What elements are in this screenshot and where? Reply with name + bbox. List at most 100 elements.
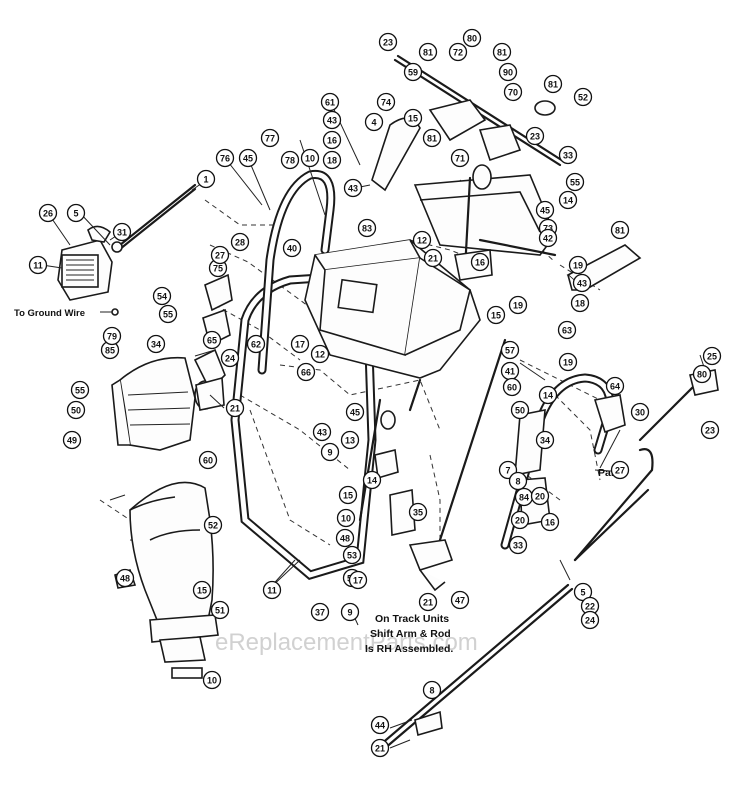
callout-circle [66,400,86,420]
callout-number: 80 [697,370,707,380]
part-callout: 5 [66,203,86,223]
callout-circle [322,130,342,150]
discharge-chute [114,481,219,679]
part-callout: 74 [376,92,396,112]
part-callout: 42 [538,228,558,248]
callout-circle [320,442,340,462]
part-callout: 12 [412,230,432,250]
callout-number: 42 [543,234,553,244]
watermark-text: eReplacementParts.com [215,629,478,656]
part-callout: 72 [448,42,468,62]
callout-number: 34 [540,436,550,446]
part-callout: 34 [535,430,555,450]
center-control-rods [358,378,422,536]
callout-circle [535,430,555,450]
callout-circle [312,422,332,442]
callout-number: 21 [230,404,240,414]
callout-circle [343,178,363,198]
part-callout: 43 [322,110,342,130]
callout-circle [336,508,356,528]
callout-circle [70,380,90,400]
callout-number: 52 [578,93,588,103]
callout-number: 12 [417,236,427,246]
part-callout: 4 [364,112,384,132]
callout-number: 10 [341,514,351,524]
part-callout: 21 [423,248,443,268]
callout-number: 14 [543,391,553,401]
part-callout: 11 [262,580,282,600]
part-callout: 77 [260,128,280,148]
callout-number: 53 [347,551,357,561]
part-callout: 62 [246,334,266,354]
part-callout: 31 [112,222,132,242]
callout-number: 78 [285,156,295,166]
callout-circle [525,126,545,146]
part-callout: 26 [38,203,58,223]
callout-number: 19 [513,301,523,311]
callout-number: 21 [423,598,433,608]
part-callout: 50 [510,400,530,420]
callout-circle [370,738,390,758]
callout-circle [530,486,550,506]
callout-number: 41 [505,367,515,377]
callout-circle [508,471,528,491]
callout-number: 45 [540,206,550,216]
part-callout: 81 [543,74,563,94]
callout-number: 43 [577,279,587,289]
callout-circle [348,570,368,590]
callout-circle [357,218,377,238]
callout-number: 10 [305,154,315,164]
callout-circle [378,32,398,52]
part-callout: 10 [300,148,320,168]
callout-circle [225,398,245,418]
callout-number: 15 [197,586,207,596]
part-callout: 66 [296,362,316,382]
part-callout: 12 [310,344,330,364]
part-callout: 55 [70,380,90,400]
callout-number: 40 [287,244,297,254]
part-callout: 53 [342,545,362,565]
callout-number: 45 [243,154,253,164]
callout-number: 17 [353,576,363,586]
callout-number: 74 [381,98,391,108]
callout-circle [418,592,438,612]
part-callout: 16 [540,512,560,532]
part-callout: 48 [335,528,355,548]
callout-circle [630,402,650,422]
callout-number: 22 [585,602,595,612]
callout-number: 7 [505,466,510,476]
callout-number: 55 [75,386,85,396]
callout-circle [246,334,266,354]
callout-number: 15 [408,114,418,124]
part-callout: 11 [28,255,48,275]
callout-circle [700,420,720,440]
part-callout: 35 [408,502,428,522]
part-callout: 71 [450,148,470,168]
callout-circle [503,82,523,102]
callout-circle [502,377,522,397]
part-callout: 59 [403,62,423,82]
part-callout: 24 [220,348,240,368]
part-callout: 15 [403,108,423,128]
callout-number: 60 [507,383,517,393]
part-callout: 37 [310,602,330,622]
part-callout: 19 [568,255,588,275]
callout-number: 76 [220,154,230,164]
callout-circle [580,610,600,630]
callout-number: 11 [33,261,43,271]
part-callout: 33 [508,535,528,555]
callout-number: 43 [327,116,337,126]
callout-circle [262,580,282,600]
callout-circle [300,148,320,168]
callout-number: 75 [213,264,223,274]
part-callout: 79 [102,326,122,346]
callout-number: 23 [705,426,715,436]
part-callout: 25 [702,346,722,366]
chute-crank-rod [111,183,197,253]
callout-circle [345,402,365,422]
callout-circle [215,148,235,168]
callout-circle [470,252,490,272]
part-callout: 8 [508,471,528,491]
callout-number: 64 [610,382,620,392]
